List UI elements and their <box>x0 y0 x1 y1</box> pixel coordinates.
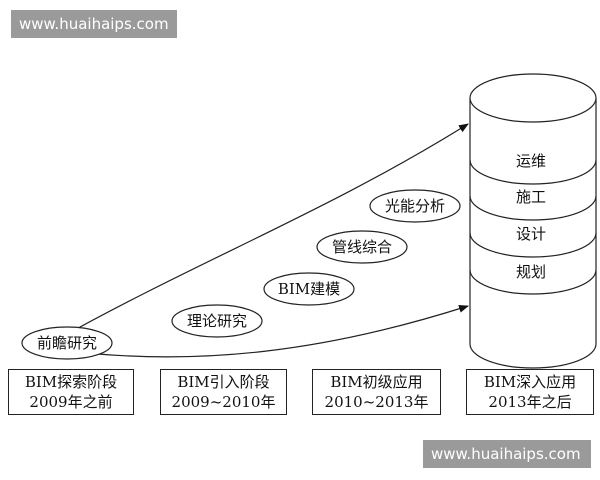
topic-label: 理论研究 <box>187 312 247 330</box>
stage-box: BIM引入阶段 2009~2010年 <box>160 369 287 415</box>
topic-node: 光能分析 <box>369 189 461 223</box>
topic-node: 管线综合 <box>316 230 408 264</box>
topic-node: 前瞻研究 <box>21 326 113 360</box>
stage-period: 2009年之前 <box>29 393 113 411</box>
cylinder-layer-label: 运维 <box>516 152 546 170</box>
watermark-bottom: www.huaihaips.com <box>423 440 591 468</box>
stage-title: BIM引入阶段 <box>177 373 270 391</box>
cylinder-divider-4 <box>469 269 597 295</box>
stage-period: 2009~2010年 <box>171 393 276 411</box>
cylinder-top <box>469 73 597 123</box>
topic-node: BIM建模 <box>263 272 355 306</box>
lower-growth-arrow <box>59 304 469 358</box>
cylinder-layer-label: 施工 <box>516 188 546 206</box>
stage-title: BIM深入应用 <box>483 373 577 391</box>
topic-node: 理论研究 <box>171 304 263 338</box>
cylinder-divider-3 <box>469 232 597 258</box>
stage-title: BIM探索阶段 <box>24 373 118 391</box>
cylinder-layer-label: 规划 <box>516 263 546 281</box>
stage-title: BIM初级应用 <box>330 373 423 391</box>
stage-box: BIM初级应用 2010~2013年 <box>312 369 441 415</box>
bim-cylinder: 运维 施工 设计 规划 <box>469 73 597 369</box>
stage-box: BIM深入应用 2013年之后 <box>466 369 594 415</box>
topic-label: BIM建模 <box>278 280 340 298</box>
cylinder-layer-label: 设计 <box>516 225 546 243</box>
cylinder-body <box>469 98 597 369</box>
cylinder-divider-1 <box>469 159 597 185</box>
stage-period: 2013年之后 <box>488 393 572 411</box>
watermark-top: www.huaihaips.com <box>11 10 177 38</box>
topic-label: 光能分析 <box>385 197 445 215</box>
topic-label: 管线综合 <box>332 238 392 256</box>
upper-growth-arrow <box>59 123 469 339</box>
cylinder-divider-2 <box>469 195 597 221</box>
topic-label: 前瞻研究 <box>37 334 97 352</box>
stage-box: BIM探索阶段 2009年之前 <box>8 369 134 415</box>
stage-period: 2010~2013年 <box>324 393 429 411</box>
